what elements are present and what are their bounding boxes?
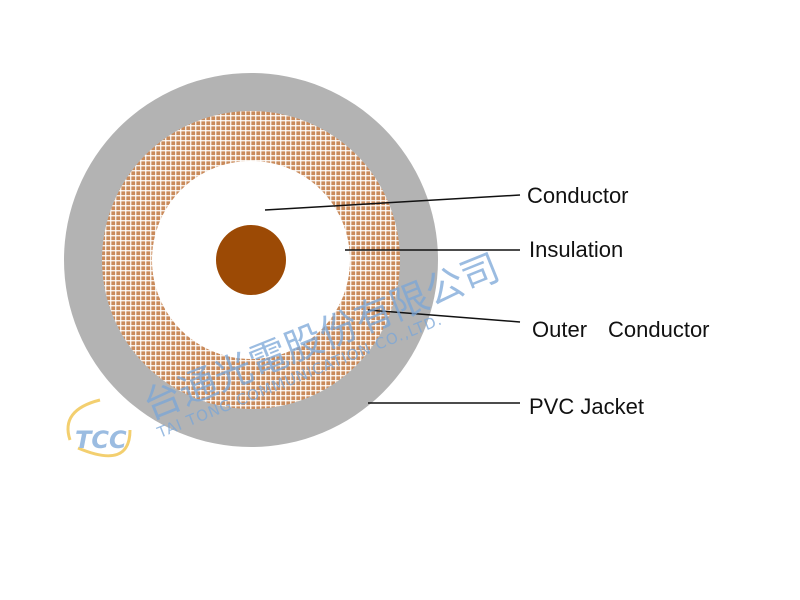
label-conductor: Conductor: [527, 183, 629, 208]
svg-text:TCC: TCC: [75, 426, 127, 454]
label-outer-conductor-outer: Outer: [532, 317, 588, 342]
label-insulation: Insulation: [529, 237, 624, 262]
label-pvc-jacket: PVC Jacket: [529, 394, 644, 419]
label-outer-conductor-conductor: Conductor: [608, 317, 710, 342]
center-conductor: [216, 225, 286, 295]
leader-line-outer-conductor: [367, 309, 521, 323]
tcc-logo: TCC: [66, 398, 132, 458]
leader-line-conductor: [264, 194, 521, 211]
